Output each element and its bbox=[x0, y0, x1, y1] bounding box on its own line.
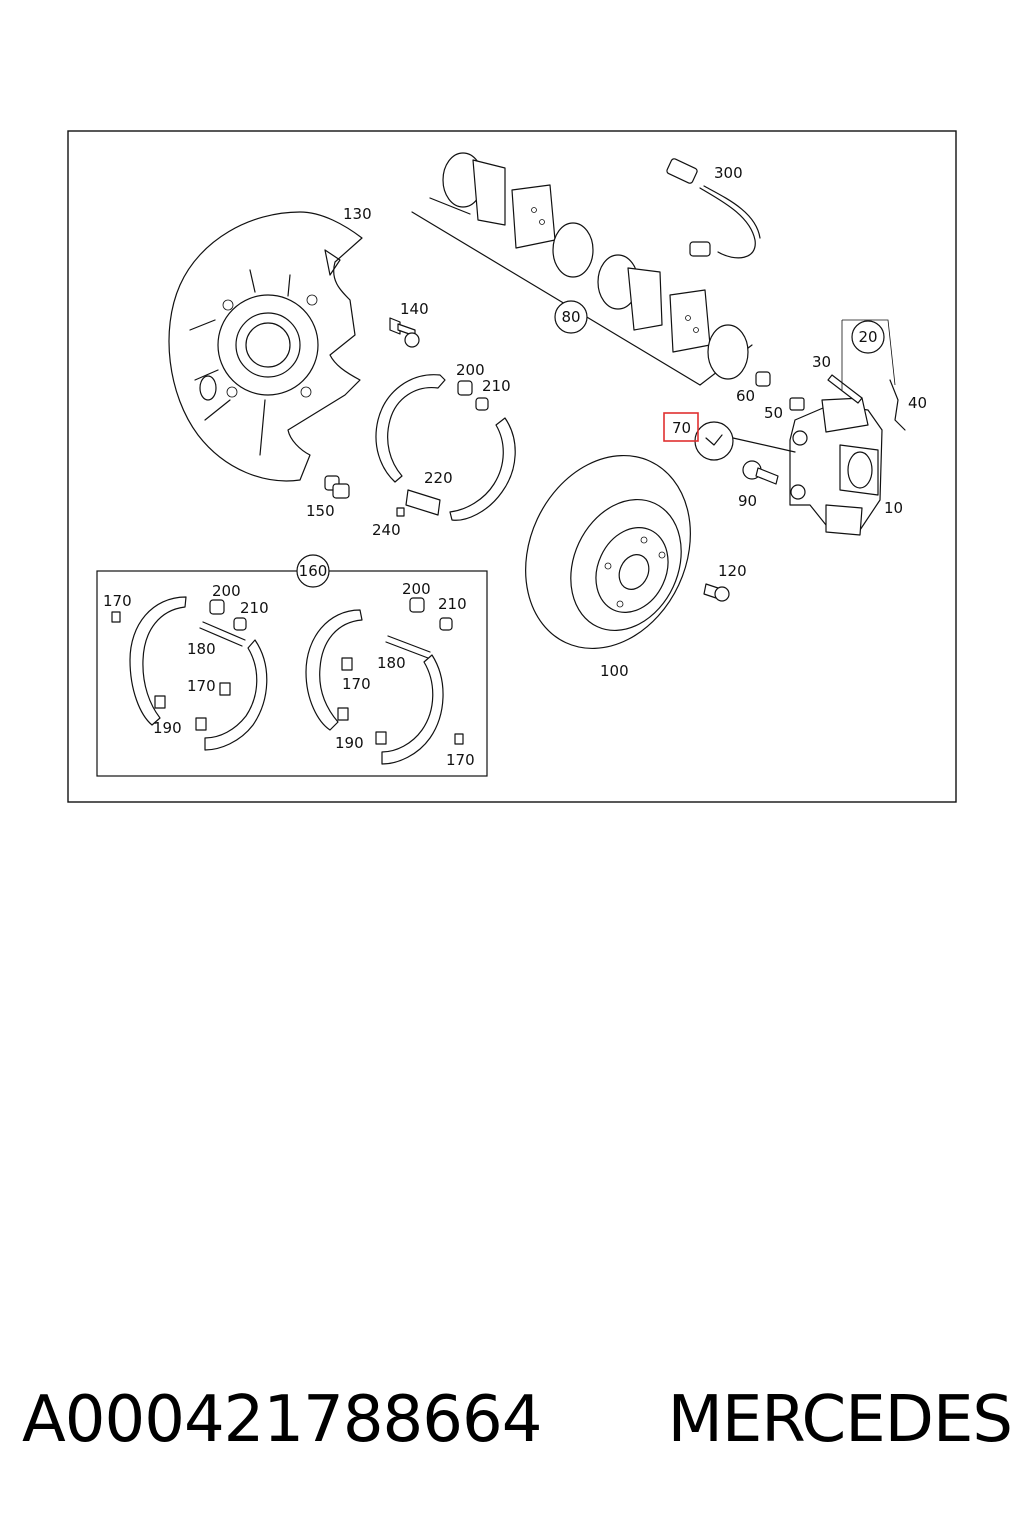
shim-70 bbox=[694, 421, 796, 461]
cap-60 bbox=[755, 371, 771, 387]
label-90: 90 bbox=[738, 492, 757, 510]
highlight-box-70 bbox=[663, 412, 699, 442]
label-200: 200 bbox=[212, 582, 241, 600]
label-170: 170 bbox=[446, 751, 475, 769]
label-190: 190 bbox=[335, 734, 364, 752]
parking-brake-shoe-set bbox=[375, 374, 516, 521]
label-240: 240 bbox=[372, 521, 401, 539]
label-170: 170 bbox=[342, 675, 371, 693]
callout-circle-80 bbox=[554, 300, 588, 334]
label-40: 40 bbox=[908, 394, 927, 412]
label-210: 210 bbox=[482, 377, 511, 395]
inset-160-frame bbox=[96, 570, 488, 777]
caliper-assembly-10 bbox=[789, 397, 883, 536]
label-30: 30 bbox=[812, 353, 831, 371]
label-130: 130 bbox=[343, 205, 372, 223]
label-70: 70 bbox=[672, 419, 691, 437]
label-20: 20 bbox=[858, 328, 877, 346]
label-180: 180 bbox=[377, 654, 406, 672]
bolt-90 bbox=[742, 460, 779, 485]
brake-disc-100 bbox=[525, 454, 691, 650]
callout-circle-20 bbox=[851, 320, 885, 354]
brake-pad-set-80 bbox=[411, 152, 753, 386]
label-80: 80 bbox=[561, 308, 580, 326]
wear-sensor-300 bbox=[666, 158, 761, 259]
label-170: 170 bbox=[187, 677, 216, 695]
label-210: 210 bbox=[240, 599, 269, 617]
callout-circle-160 bbox=[296, 554, 330, 588]
backing-plate-130 bbox=[168, 211, 363, 482]
part-number: A000421788664 bbox=[22, 1383, 542, 1457]
bleeder-50 bbox=[789, 397, 805, 411]
bolt-120 bbox=[703, 583, 730, 602]
pin-leader-line bbox=[841, 319, 896, 390]
label-200: 200 bbox=[402, 580, 431, 598]
label-180: 180 bbox=[187, 640, 216, 658]
spring-clip-40 bbox=[889, 379, 906, 431]
label-50: 50 bbox=[764, 404, 783, 422]
label-10: 10 bbox=[884, 499, 903, 517]
bolt-140 bbox=[389, 317, 420, 348]
inset-shoe-right bbox=[305, 597, 464, 765]
label-190: 190 bbox=[153, 719, 182, 737]
diagram-frame bbox=[67, 130, 957, 803]
label-160: 160 bbox=[299, 562, 328, 580]
label-210: 210 bbox=[438, 595, 467, 613]
brand-name: MERCEDES bbox=[667, 1383, 1013, 1457]
label-60: 60 bbox=[736, 387, 755, 405]
label-120: 120 bbox=[718, 562, 747, 580]
label-100: 100 bbox=[600, 662, 629, 680]
inset-shoe-left bbox=[111, 596, 268, 751]
bolt-150 bbox=[324, 475, 350, 499]
label-220: 220 bbox=[424, 469, 453, 487]
label-170: 170 bbox=[103, 592, 132, 610]
footer: A000421788664 MERCEDES bbox=[22, 1375, 1013, 1465]
label-300: 300 bbox=[714, 164, 743, 182]
guide-pin-30 bbox=[827, 374, 863, 404]
label-140: 140 bbox=[400, 300, 429, 318]
label-150: 150 bbox=[306, 502, 335, 520]
label-200: 200 bbox=[456, 361, 485, 379]
